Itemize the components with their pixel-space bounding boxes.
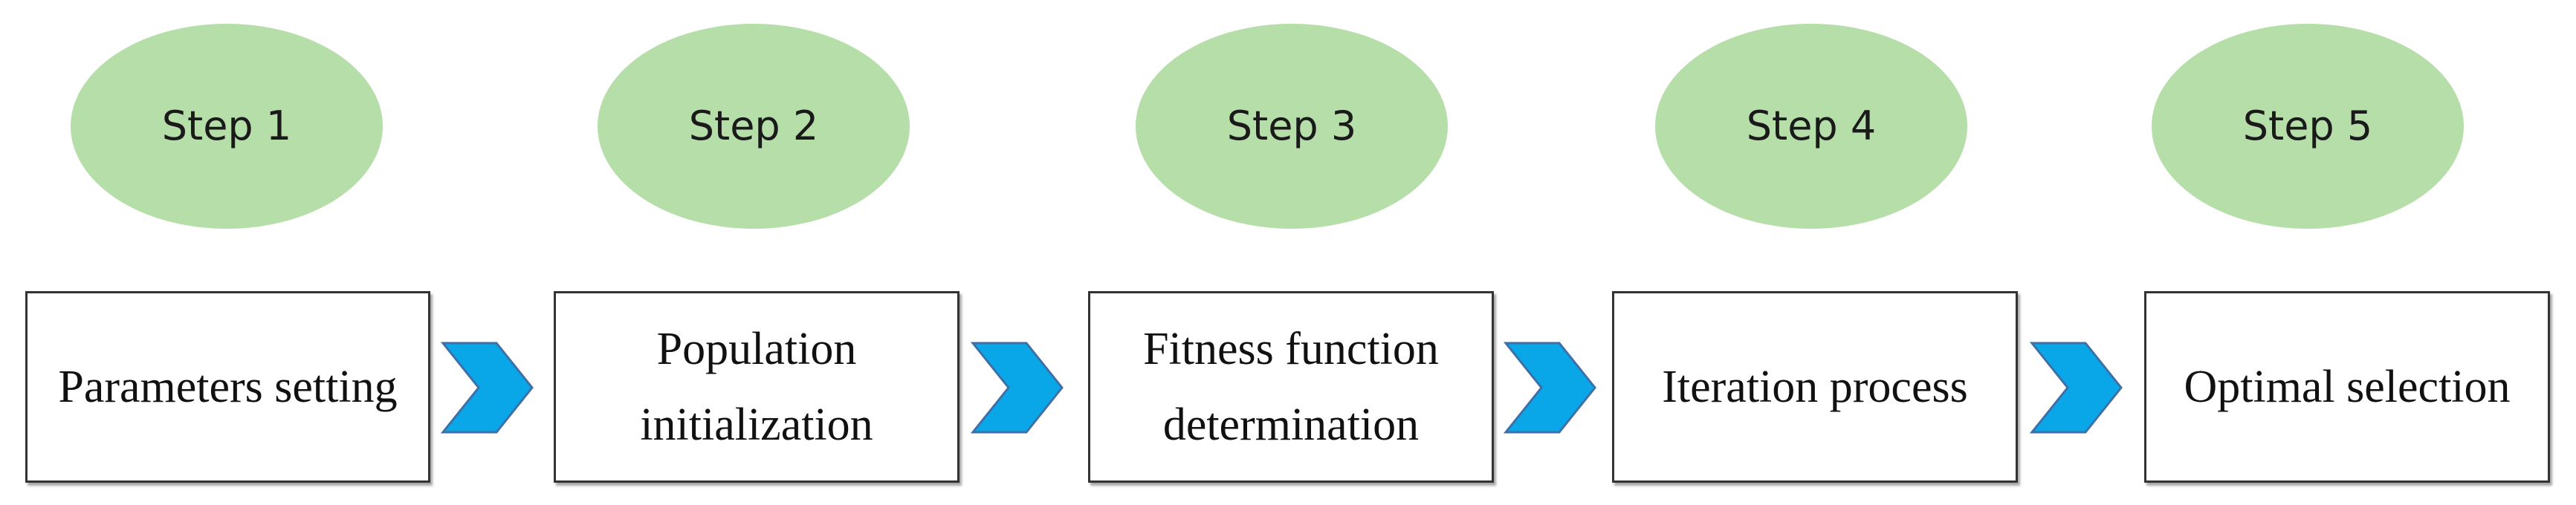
- process-box-population-initialization: Population initialization: [554, 291, 959, 483]
- step-4-ellipse: Step 4: [1655, 24, 1967, 229]
- chevron-right-icon: [970, 342, 1064, 434]
- step-2-ellipse: Step 2: [598, 24, 910, 229]
- step-2-label: Step 2: [688, 102, 819, 149]
- step-3-label: Step 3: [1226, 102, 1357, 149]
- process-box-optimal-selection: Optimal selection: [2144, 291, 2550, 483]
- chevron-right-icon: [440, 342, 534, 434]
- process-label-4: Iteration process: [1662, 361, 1968, 412]
- process-label-1: Parameters setting: [58, 361, 398, 412]
- process-label-3: Fitness function determination: [1143, 323, 1439, 450]
- process-box-fitness-function-determination: Fitness function determination: [1088, 291, 1494, 483]
- chevron-right-icon: [2029, 342, 2123, 434]
- process-label-5: Optimal selection: [2184, 361, 2511, 412]
- step-1-ellipse: Step 1: [71, 24, 383, 229]
- step-4-label: Step 4: [1746, 102, 1877, 149]
- step-5-label: Step 5: [2242, 102, 2373, 149]
- step-1-label: Step 1: [161, 102, 292, 149]
- step-5-ellipse: Step 5: [2152, 24, 2464, 229]
- chevron-right-icon: [1503, 342, 1596, 434]
- step-3-ellipse: Step 3: [1136, 24, 1448, 229]
- process-label-2: Population initialization: [640, 323, 873, 450]
- process-box-iteration-process: Iteration process: [1612, 291, 2018, 483]
- process-box-parameters-setting: Parameters setting: [25, 291, 430, 483]
